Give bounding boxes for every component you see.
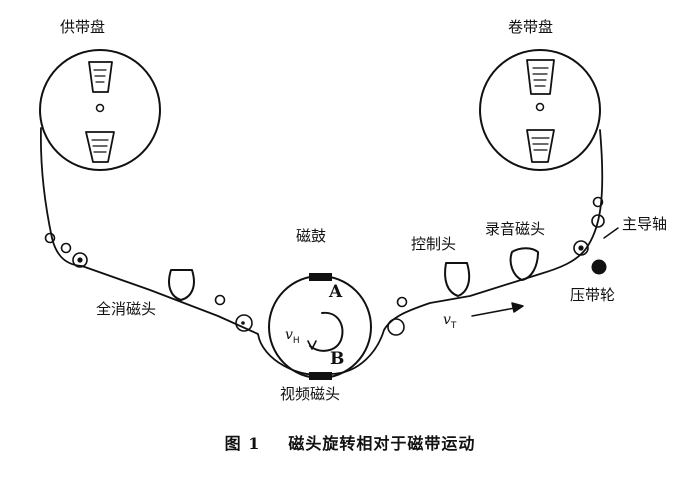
figure-caption: 图 1 磁头旋转相对于磁带运动: [0, 430, 700, 454]
pinch-roller: [591, 259, 607, 275]
head-velocity-label: vH: [285, 327, 300, 346]
tape-velocity-label: vT: [443, 312, 457, 331]
capstan-pointer: [603, 227, 619, 239]
figure-caption-text: 磁头旋转相对于磁带运动: [288, 434, 476, 453]
head-b-block: [309, 372, 332, 380]
tape-path: [39, 127, 604, 376]
audio-head: [509, 247, 539, 281]
takeup-reel-label: 卷带盘: [508, 18, 554, 36]
erase-head-label: 全消磁头: [96, 300, 157, 318]
right-guide-rollers: [387, 196, 605, 336]
left-guide-rollers: [44, 232, 253, 332]
figure-number: 图 1: [224, 434, 261, 453]
erase-head: [168, 269, 195, 301]
capstan: [573, 240, 589, 256]
head-a-label: A: [329, 282, 343, 302]
control-head-label: 控制头: [411, 235, 457, 253]
pinch-roller-label: 压带轮: [570, 286, 616, 304]
audio-head-label: 录音磁头: [485, 220, 546, 238]
head-a-block: [309, 273, 332, 281]
control-head: [444, 262, 471, 297]
supply-reel-label: 供带盘: [60, 18, 106, 36]
head-drum-label: 磁鼓: [296, 227, 327, 245]
tape-direction-arrow: [471, 302, 524, 317]
video-head-label: 视频磁头: [280, 385, 341, 403]
head-b-label: B: [330, 349, 345, 369]
takeup-reel: [479, 49, 601, 171]
capstan-label: 主导轴: [622, 215, 668, 233]
supply-reel: [39, 49, 161, 171]
